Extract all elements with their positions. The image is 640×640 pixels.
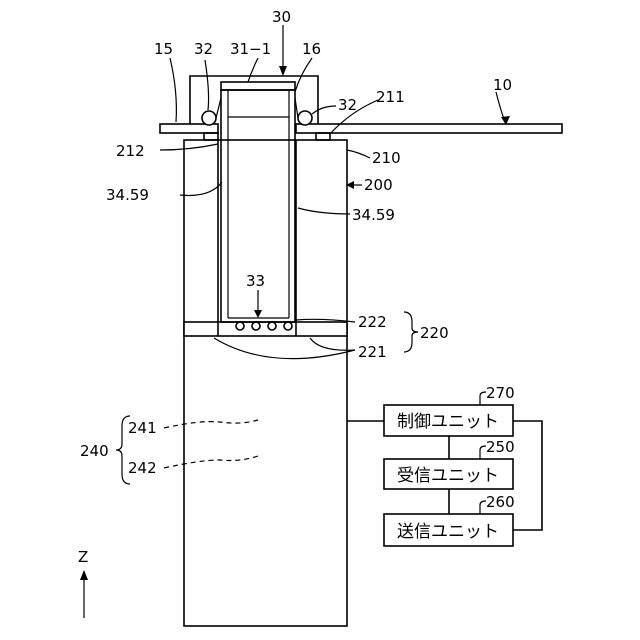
label-240: 240 (80, 442, 109, 460)
leader-16 (295, 58, 312, 92)
transmit-unit-label: 送信ユニット (397, 522, 499, 542)
leader-32a (205, 60, 209, 110)
label-30: 30 (272, 8, 291, 26)
label-221: 221 (358, 343, 387, 361)
roller-32-right (298, 111, 312, 125)
leader-212 (160, 144, 218, 150)
label-3459b: 34.59 (352, 206, 395, 224)
brace-220 (404, 312, 418, 352)
leader-15 (170, 58, 176, 122)
block-211-right (316, 133, 330, 140)
leader-3459a (180, 182, 222, 195)
z-axis-arrow (80, 570, 88, 580)
cap-31-1 (221, 82, 295, 90)
leader-221a (214, 338, 355, 359)
wave-242 (164, 456, 258, 468)
label-242: 242 (128, 459, 157, 477)
roller-32-left (202, 111, 216, 125)
leader-210 (347, 150, 370, 158)
block-211-left (204, 133, 218, 140)
control-unit-label: 制御ユニット (397, 412, 499, 432)
label-220: 220 (420, 324, 449, 342)
label-15: 15 (154, 40, 173, 58)
arrow-33 (254, 310, 262, 318)
receive-unit-label: 受信ユニット (397, 466, 499, 486)
label-250: 250 (486, 438, 515, 456)
label-241: 241 (128, 419, 157, 437)
label-212: 212 (116, 142, 145, 160)
label-32b: 32 (338, 96, 357, 114)
label-axis-z: Z (78, 548, 88, 566)
label-222: 222 (358, 313, 387, 331)
label-3459a: 34.59 (106, 186, 149, 204)
leader-32b (312, 106, 336, 114)
label-270: 270 (486, 384, 515, 402)
leader-31-1 (248, 58, 258, 82)
label-16: 16 (302, 40, 321, 58)
label-32a: 32 (194, 40, 213, 58)
label-260: 260 (486, 493, 515, 511)
plate-220 (184, 322, 347, 336)
leader-3459b (298, 208, 350, 214)
wave-241 (164, 420, 258, 428)
label-210: 210 (372, 149, 401, 167)
link-loop (513, 421, 542, 530)
leader-221b (310, 338, 355, 350)
label-10: 10 (493, 76, 512, 94)
label-31-1: 31−1 (230, 40, 271, 58)
label-33: 33 (246, 272, 265, 290)
arrow-30 (279, 66, 287, 76)
label-200: 200 (364, 176, 393, 194)
label-211: 211 (376, 88, 405, 106)
